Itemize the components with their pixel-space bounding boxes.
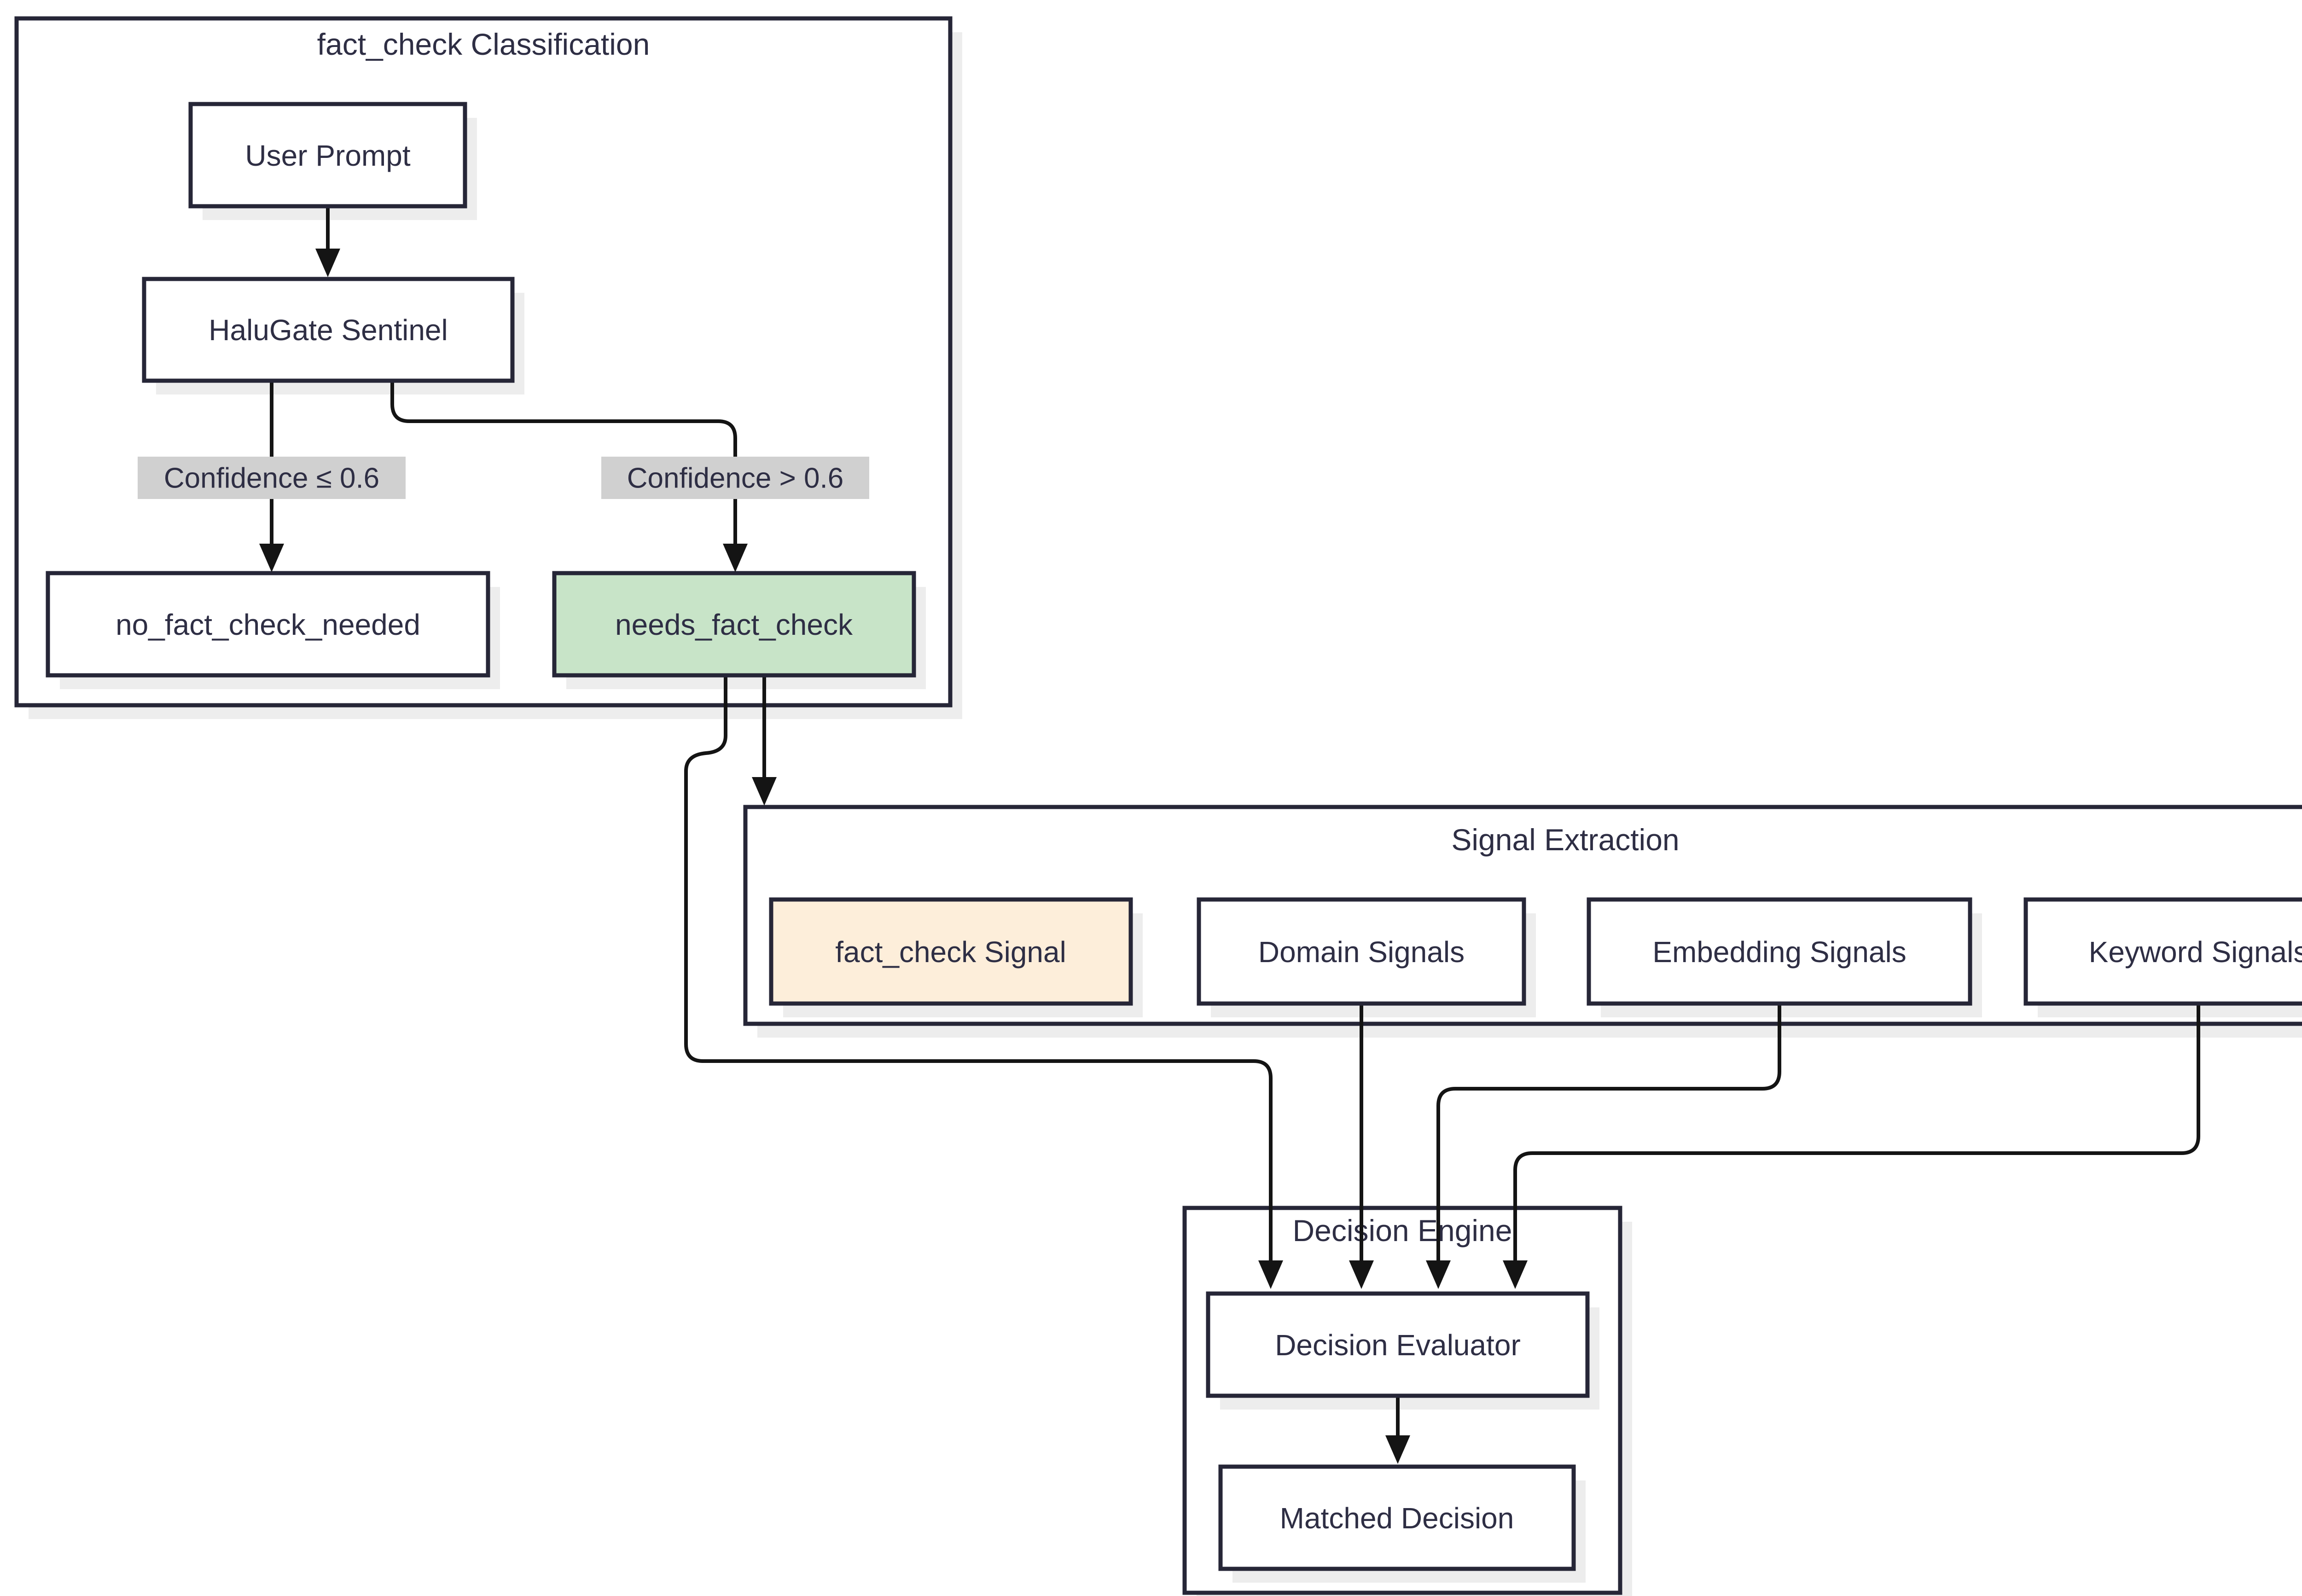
arrowhead-into-matched-decision bbox=[1385, 1435, 1410, 1464]
node-domain-signals bbox=[1197, 897, 1526, 1006]
node-label-no-fact-check-needed: no_fact_check_needed bbox=[116, 608, 420, 641]
node-label-decision-evaluator: Decision Evaluator bbox=[1275, 1329, 1521, 1362]
edge-needs-fact-check-to-decision-evaluator bbox=[684, 675, 1273, 1262]
edge-halugate-to-needs-fact-check bbox=[390, 381, 737, 546]
node-needs-fact-check bbox=[552, 571, 916, 678]
node-no-fact-check-needed bbox=[46, 571, 490, 678]
node-keyword-signals bbox=[2023, 897, 2302, 1006]
node-label-keyword-signals: Keyword Signals bbox=[2089, 935, 2302, 969]
cluster-title-fact-check-classification: fact_check Classification bbox=[317, 27, 650, 61]
node-label-domain-signals: Domain Signals bbox=[1258, 935, 1465, 969]
node-matched-decision bbox=[1218, 1464, 1576, 1571]
node-label-embedding-signals: Embedding Signals bbox=[1652, 935, 1906, 969]
node-fact-check-signal bbox=[769, 897, 1133, 1006]
arrowhead-into-halugate bbox=[315, 249, 340, 277]
arrowhead-into-decision-evaluator-1 bbox=[1258, 1260, 1283, 1289]
node-user-prompt bbox=[188, 102, 467, 209]
node-label-halugate-sentinel: HaluGate Sentinel bbox=[209, 313, 448, 347]
cluster-title-decision-engine: Decision Engine bbox=[1293, 1213, 1512, 1248]
edge-keyword-signals-to-decision-evaluator bbox=[1513, 1004, 2200, 1262]
edge-label-confidence-low: Confidence ≤ 0.6 bbox=[164, 463, 379, 494]
arrowhead-into-decision-evaluator-3 bbox=[1426, 1260, 1451, 1289]
node-label-needs-fact-check: needs_fact_check bbox=[615, 608, 853, 641]
edge-label-bg-confidence-high bbox=[601, 457, 869, 499]
edge-embedding-signals-to-decision-evaluator bbox=[1436, 1004, 1781, 1262]
arrowhead-into-signal-extraction bbox=[752, 777, 777, 806]
node-label-user-prompt: User Prompt bbox=[245, 139, 410, 172]
edge-label-confidence-high: Confidence > 0.6 bbox=[627, 463, 844, 494]
node-label-fact-check-signal: fact_check Signal bbox=[835, 935, 1066, 969]
arrowhead-into-needs-fact-check bbox=[723, 544, 748, 572]
node-embedding-signals bbox=[1587, 897, 1972, 1006]
cluster-title-signal-extraction: Signal Extraction bbox=[1451, 823, 1679, 857]
edge-label-bg-confidence-low bbox=[138, 457, 406, 499]
arrowhead-into-decision-evaluator-2 bbox=[1349, 1260, 1374, 1289]
node-decision-evaluator bbox=[1206, 1291, 1590, 1398]
node-label-matched-decision: Matched Decision bbox=[1280, 1502, 1514, 1535]
arrowhead-into-decision-evaluator-4 bbox=[1503, 1260, 1528, 1289]
arrowhead-into-no-fact-check bbox=[259, 544, 284, 572]
node-halugate-sentinel bbox=[142, 277, 515, 383]
